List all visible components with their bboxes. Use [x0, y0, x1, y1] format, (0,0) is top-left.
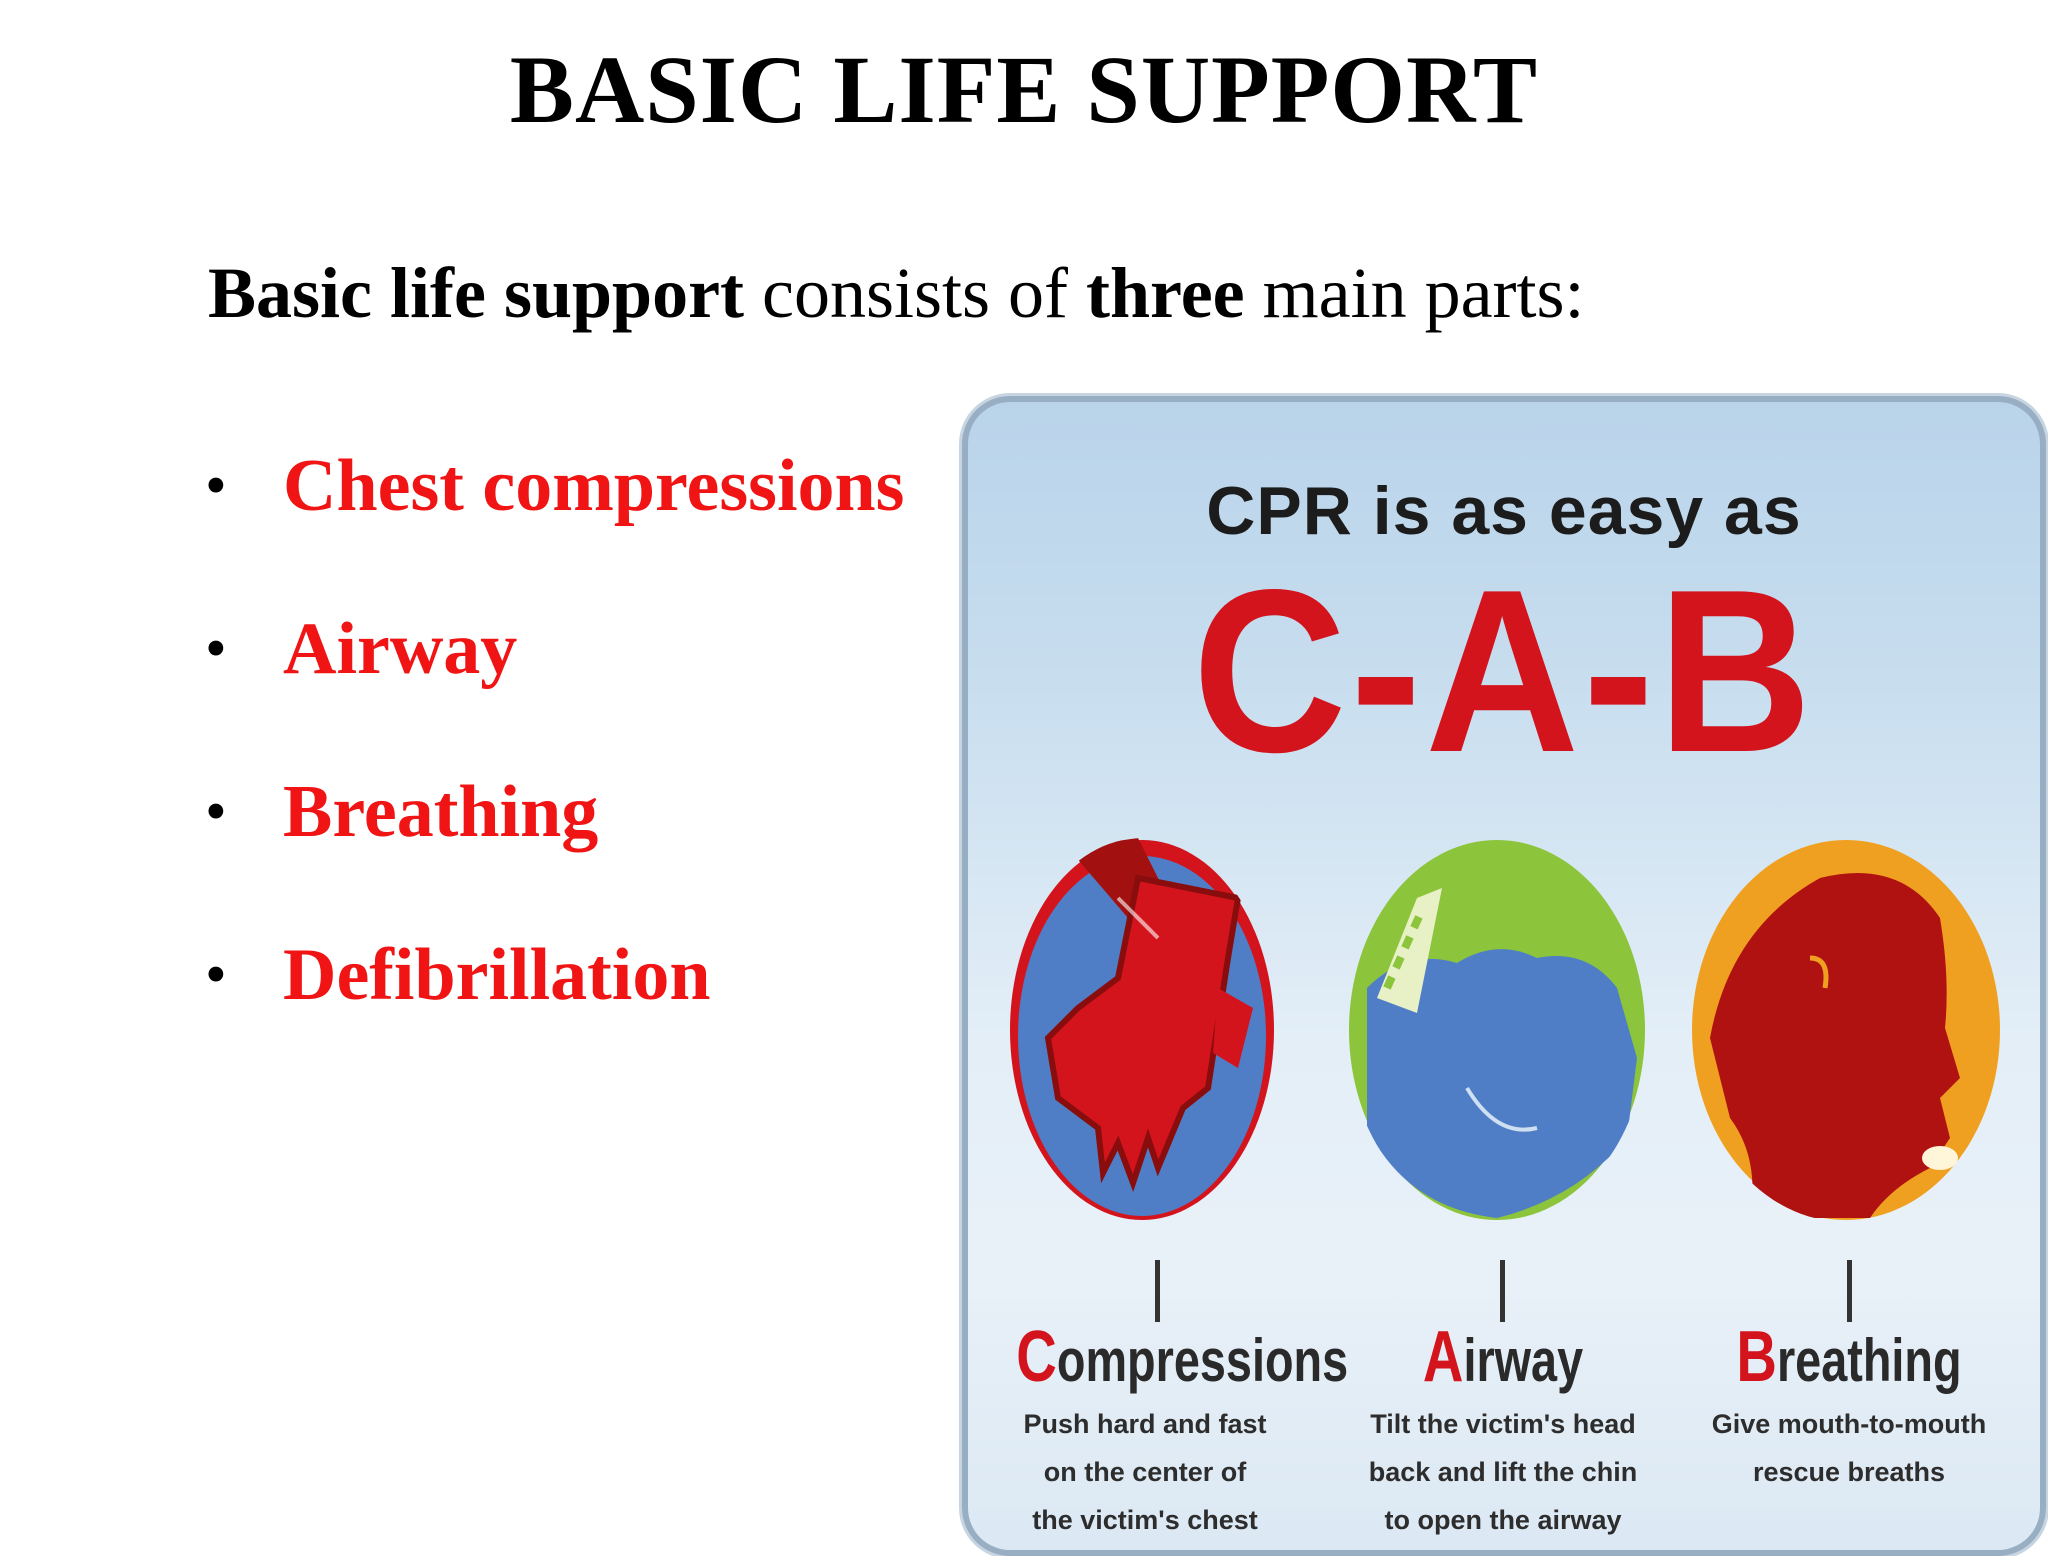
step-desc-line: Tilt the victim's head: [1370, 1409, 1636, 1439]
bullet-dot: •: [205, 778, 227, 846]
step-desc-line: on the center of: [1043, 1457, 1247, 1487]
bullet-text: Chest compressions: [283, 445, 905, 527]
slide-title: BASIC LIFE SUPPORT: [509, 36, 1539, 143]
hands-on-chest-graphic: [1010, 838, 1274, 1220]
step-title: Compressions: [1016, 1316, 1348, 1398]
hands-on-chest-icon: [1008, 838, 1276, 1222]
rescue-breath-icon: [1690, 838, 2002, 1222]
head-tilt-icon: [1347, 838, 1647, 1222]
step-breathing: Breathing Give mouth-to-mouth rescue bre…: [1684, 1316, 2014, 1496]
step-title-rest: ompressions: [1056, 1327, 1349, 1394]
bullet-text: Airway: [283, 608, 518, 690]
poster-caption: CPR is as easy as: [1206, 473, 1802, 549]
step-desc-line: back and lift the chin: [1368, 1457, 1638, 1487]
bullet-dot: •: [205, 615, 227, 683]
bullet-dot: •: [205, 452, 227, 520]
bullet-item: • Chest compressions: [205, 405, 904, 568]
bullet-item: • Defibrillation: [205, 894, 904, 1057]
step-desc-line: the victim's chest: [1032, 1505, 1258, 1535]
step-description: Tilt the victim's head back and lift the…: [1338, 1400, 1668, 1544]
poster-headline: C-A-B: [1192, 542, 1816, 801]
step-title-rest: reathing: [1776, 1327, 1962, 1394]
rescue-breath-graphic: [1692, 840, 2000, 1220]
intro-end: main parts:: [1244, 253, 1585, 333]
step-desc-line: Give mouth-to-mouth: [1711, 1409, 1987, 1439]
step-initial: C: [1016, 1317, 1057, 1397]
step-title: Breathing: [1720, 1316, 1977, 1398]
step-title-rest: irway: [1463, 1327, 1584, 1394]
connector-line: [1500, 1260, 1505, 1322]
step-airway: Airway Tilt the victim's head back and l…: [1338, 1316, 1668, 1544]
intro-bold-subject: Basic life support: [208, 253, 745, 333]
head-tilt-graphic: [1349, 840, 1645, 1220]
bullet-item: • Breathing: [205, 731, 904, 894]
connector-line: [1155, 1260, 1160, 1322]
bullet-list: • Chest compressions • Airway • Breathing •…: [205, 405, 904, 1057]
step-description: Give mouth-to-mouth rescue breaths: [1684, 1400, 2014, 1496]
step-initial: B: [1736, 1317, 1777, 1397]
bullet-text: Breathing: [283, 771, 599, 853]
bullet-dot: •: [205, 941, 227, 1009]
step-desc-line: to open the airway: [1384, 1505, 1622, 1535]
step-desc-line: rescue breaths: [1752, 1457, 1946, 1487]
connector-line: [1847, 1260, 1852, 1322]
step-description: Push hard and fast on the center of the …: [980, 1400, 1310, 1544]
cpr-poster-image: CPR is as easy as C-A-B: [962, 396, 2046, 1556]
intro-middle: consists of: [744, 253, 1087, 333]
bullet-item: • Airway: [205, 568, 904, 731]
step-title: Airway: [1374, 1316, 1631, 1398]
intro-bold-count: three: [1086, 253, 1245, 333]
bullet-text: Defibrillation: [283, 934, 711, 1016]
step-desc-line: Push hard and fast: [1023, 1409, 1267, 1439]
step-initial: A: [1422, 1317, 1464, 1397]
intro-sentence: Basic life support consists of three mai…: [208, 252, 1585, 335]
step-compressions: Compressions Push hard and fast on the c…: [980, 1316, 1348, 1544]
